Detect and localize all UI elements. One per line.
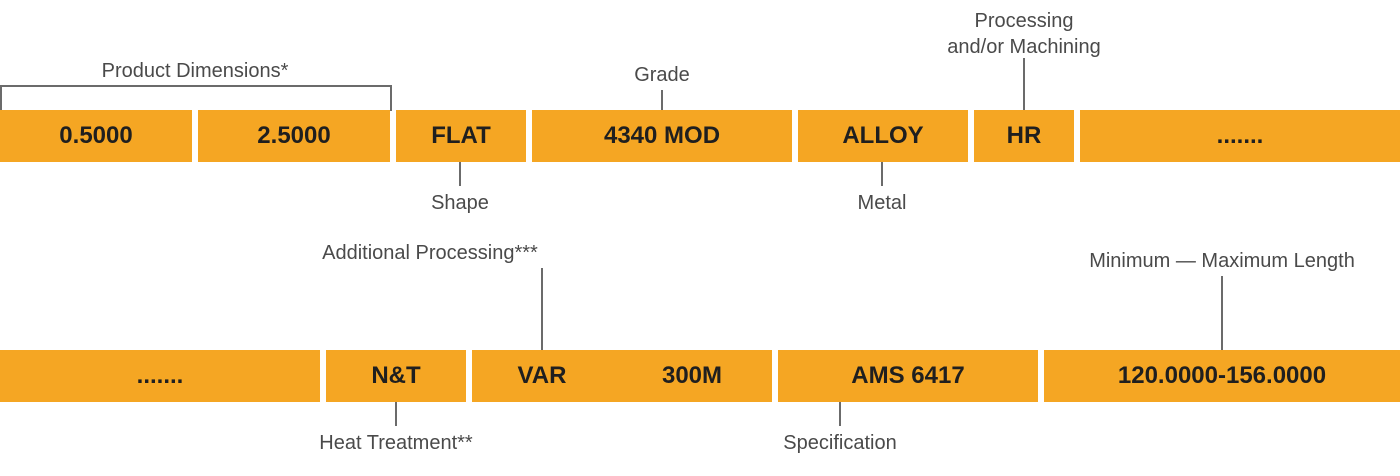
length-connector — [1221, 276, 1223, 350]
heat-treatment-label: Heat Treatment** — [319, 432, 473, 454]
specification-label: Specification — [783, 432, 897, 454]
segment-metal: ALLOY — [798, 110, 968, 162]
segment-heat-treatment: N&T — [326, 350, 466, 402]
segment-thickness: 0.5000 — [0, 110, 192, 162]
segment-additional-processing: VAR 300M — [472, 350, 772, 402]
segment-shape: FLAT — [396, 110, 526, 162]
shape-label: Shape — [431, 192, 489, 214]
product-dimensions-label: Product Dimensions* — [101, 60, 289, 82]
specification-connector — [839, 402, 841, 426]
grade-connector — [661, 90, 663, 110]
shape-connector — [459, 162, 461, 186]
processing-label-line1: Processing — [974, 10, 1074, 32]
grade-label: Grade — [634, 64, 690, 86]
additional-processing-label: Additional Processing*** — [322, 242, 538, 264]
segment-width: 2.5000 — [198, 110, 390, 162]
segment-var: VAR — [517, 362, 567, 389]
product-dimensions-bracket — [0, 85, 392, 111]
metal-label: Metal — [857, 192, 907, 214]
segment-length: 120.0000-156.0000 — [1044, 350, 1400, 402]
segment-continuation: ....... — [1080, 110, 1400, 162]
segment-grade: 4340 MOD — [532, 110, 792, 162]
segment-300m: 300M — [661, 362, 723, 389]
additional-processing-connector — [541, 268, 543, 350]
segment-specification: AMS 6417 — [778, 350, 1038, 402]
processing-connector — [1023, 58, 1025, 110]
segment-continuation-2: ....... — [0, 350, 320, 402]
processing-label-line2: and/or Machining — [947, 36, 1101, 58]
length-label: Minimum — Maximum Length — [1089, 250, 1355, 272]
metal-connector — [881, 162, 883, 186]
heat-treatment-connector — [395, 402, 397, 426]
segment-processing: HR — [974, 110, 1074, 162]
